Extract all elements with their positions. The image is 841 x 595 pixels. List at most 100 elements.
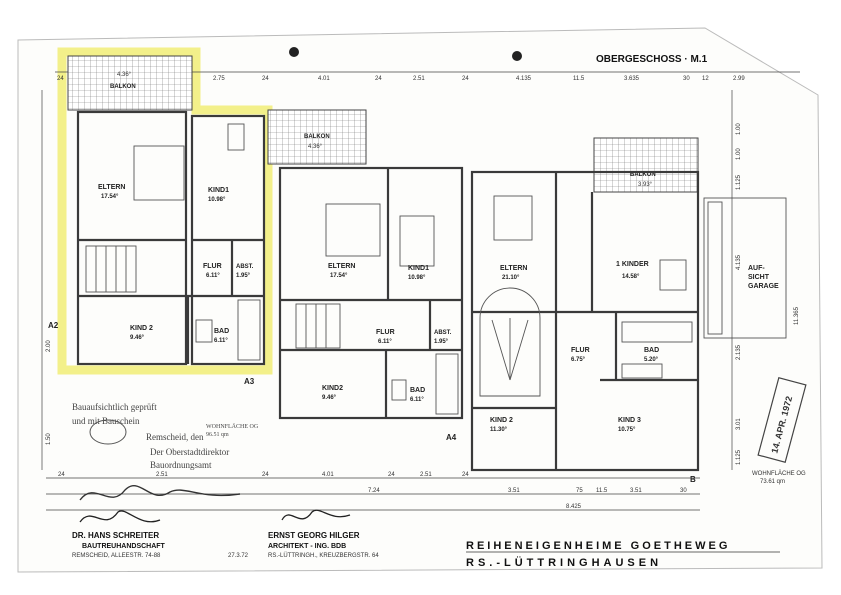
unit-2-walls bbox=[278, 166, 464, 420]
room-u3-kind3: KIND 3 bbox=[618, 417, 641, 424]
bottom-total-2: 8.425 bbox=[566, 504, 582, 510]
bottom-dim-4: 24 bbox=[388, 472, 395, 478]
stamp-line-4: Der Oberstadtdirektor bbox=[150, 447, 229, 457]
room-u3-eltern: ELTERN bbox=[500, 265, 527, 272]
owner-address: REMSCHEID, ALLEESTR. 74-88 bbox=[72, 553, 161, 559]
balcony-unit3 bbox=[593, 137, 699, 193]
room-u3-kind2-area: 11.30° bbox=[490, 427, 508, 433]
bottom-dimension-labels: 24 2.51 24 4.01 24 2.51 24 3.51 75 11.5 … bbox=[58, 472, 687, 510]
side-dim-2: 1.125 bbox=[736, 174, 742, 190]
architect-address: RS.-LÜTTRINGH., KREUZBERGSTR. 64 bbox=[268, 552, 379, 559]
room-u3-bad: BAD bbox=[644, 347, 659, 354]
bottom-dim-5: 2.51 bbox=[420, 472, 432, 478]
project-location: RS.-LÜTTRINGHAUSEN bbox=[466, 556, 662, 569]
approval-stamp: Bauaufsichtlich geprüft und mit Bauschei… bbox=[72, 402, 259, 501]
sign-date: 27.3.72 bbox=[228, 553, 249, 559]
wohnflaeche-left-label: WOHNFLÄCHE OG bbox=[206, 423, 259, 430]
bottom-dim-0: 24 bbox=[58, 472, 65, 478]
room-u1-flur: FLUR bbox=[203, 263, 222, 270]
balcony-label-1: BALKON bbox=[110, 84, 136, 90]
room-u1-eltern-area: 17.54° bbox=[101, 194, 119, 200]
side-dim-3: 4.135 bbox=[736, 254, 742, 270]
room-u3-kinder: 1 KINDER bbox=[616, 261, 649, 268]
bottom-dim-2: 24 bbox=[262, 472, 269, 478]
room-u1-eltern: ELTERN bbox=[98, 184, 125, 191]
marker-a2: A2 bbox=[48, 321, 59, 330]
garage-label-1: AUF- bbox=[748, 265, 765, 272]
garage-label-3: GARAGE bbox=[748, 283, 779, 290]
stamp-line-1: Bauaufsichtlich geprüft bbox=[72, 402, 157, 412]
unit-3-walls bbox=[470, 170, 700, 472]
balcony-label-2: BALKON bbox=[304, 134, 330, 140]
owner-role: BAUTREUHANDSCHAFT bbox=[82, 543, 166, 550]
title-block: DR. HANS SCHREITER BAUTREUHANDSCHAFT REM… bbox=[72, 531, 780, 569]
room-u2-kind2: KIND2 bbox=[322, 385, 343, 392]
room-u2-abst-area: 1.95° bbox=[434, 339, 449, 345]
room-u2-bad-area: 6.11° bbox=[410, 397, 424, 403]
room-u1-kind2: KIND 2 bbox=[130, 325, 153, 332]
garage-outline bbox=[703, 197, 787, 339]
top-dim-10: 30 bbox=[683, 76, 690, 82]
balcony-area-1: 4.36° bbox=[117, 72, 132, 78]
top-dim-11: 12 bbox=[702, 76, 709, 82]
side-dim-1: 1.00 bbox=[736, 148, 742, 160]
project-title: REIHENEIGENHEIME GOETHEWEG bbox=[466, 540, 730, 552]
balcony-area-3: 3.93° bbox=[638, 182, 653, 188]
bottom-total: 7.24 bbox=[368, 488, 380, 494]
top-dim-1: 2.75 bbox=[213, 76, 225, 82]
balcony-label-3: BALKON bbox=[630, 172, 656, 178]
balcony-unit2 bbox=[267, 109, 367, 165]
room-u3-bad-area: 5.20° bbox=[644, 357, 659, 363]
top-dim-2: 24 bbox=[262, 76, 269, 82]
balcony-unit1 bbox=[67, 55, 193, 111]
room-u1-kind2-area: 9.46° bbox=[130, 335, 145, 341]
room-u1-bad-area: 6.11° bbox=[214, 338, 228, 344]
top-dim-0: 24 bbox=[57, 76, 64, 82]
room-u2-eltern-area: 17.54° bbox=[330, 273, 348, 279]
architect-role: ARCHITEKT - ING. BDB bbox=[268, 543, 346, 550]
bottom-dim-7: 3.51 bbox=[508, 488, 520, 494]
wohnflaeche-right-value: 73.61 qm bbox=[760, 479, 785, 485]
marker-a3: A3 bbox=[244, 377, 255, 386]
room-u2-bad: BAD bbox=[410, 387, 425, 394]
bottom-dim-8: 75 bbox=[576, 488, 583, 494]
top-dim-12: 2.99 bbox=[733, 76, 745, 82]
room-u1-bad: BAD bbox=[214, 328, 229, 335]
floor-title: OBERGESCHOSS · M.1 bbox=[596, 54, 708, 65]
bottom-dim-9: 11.5 bbox=[596, 488, 608, 494]
owner-name: DR. HANS SCHREITER bbox=[72, 531, 159, 540]
wohnflaeche-right-label: WOHNFLÄCHE OG bbox=[752, 470, 806, 477]
garage-label-2: SICHT bbox=[748, 274, 770, 281]
room-u2-abst: ABST. bbox=[434, 330, 452, 336]
room-u3-flur-area: 6.75° bbox=[571, 357, 586, 363]
top-dim-9: 3.635 bbox=[624, 76, 640, 82]
balcony-area-2: 4.36° bbox=[308, 144, 323, 150]
bottom-dim-6: 24 bbox=[462, 472, 469, 478]
side-dim-0: 1.00 bbox=[736, 123, 742, 135]
architect-name: ERNST GEORG HILGER bbox=[268, 531, 360, 540]
owner-signature bbox=[79, 510, 161, 523]
room-u3-flur: FLUR bbox=[571, 347, 590, 354]
bottom-dim-11: 30 bbox=[680, 488, 687, 494]
stamp-line-5: Bauordnungsamt bbox=[150, 460, 212, 470]
room-u2-kind1-area: 10.98° bbox=[408, 275, 426, 281]
side-dim-6: 3.01 bbox=[736, 418, 742, 430]
top-dim-8: 11.5 bbox=[573, 76, 585, 82]
left-dim-0: 2.00 bbox=[46, 340, 52, 352]
room-u2-eltern: ELTERN bbox=[328, 263, 355, 270]
room-u1-abst: ABST. bbox=[236, 264, 254, 270]
room-u2-flur: FLUR bbox=[376, 329, 395, 336]
top-dim-5: 2.51 bbox=[413, 76, 425, 82]
room-u2-kind2-area: 9.46° bbox=[322, 395, 337, 401]
stamp-line-3: Remscheid, den bbox=[146, 432, 204, 442]
room-u3-kinder-area: 14.58° bbox=[622, 274, 640, 280]
room-u1-kind1: KIND1 bbox=[208, 187, 229, 194]
marker-a4: A4 bbox=[446, 433, 457, 442]
top-dimension-labels: 24 2.75 24 4.01 24 2.51 24 4.135 11.5 3.… bbox=[57, 76, 745, 82]
room-u2-kind1: KIND1 bbox=[408, 265, 429, 272]
bottom-dim-1: 2.51 bbox=[156, 472, 168, 478]
room-u3-eltern-area: 21.10° bbox=[502, 275, 520, 281]
marker-b: B bbox=[690, 475, 696, 484]
bottom-dim-10: 3.51 bbox=[630, 488, 642, 494]
